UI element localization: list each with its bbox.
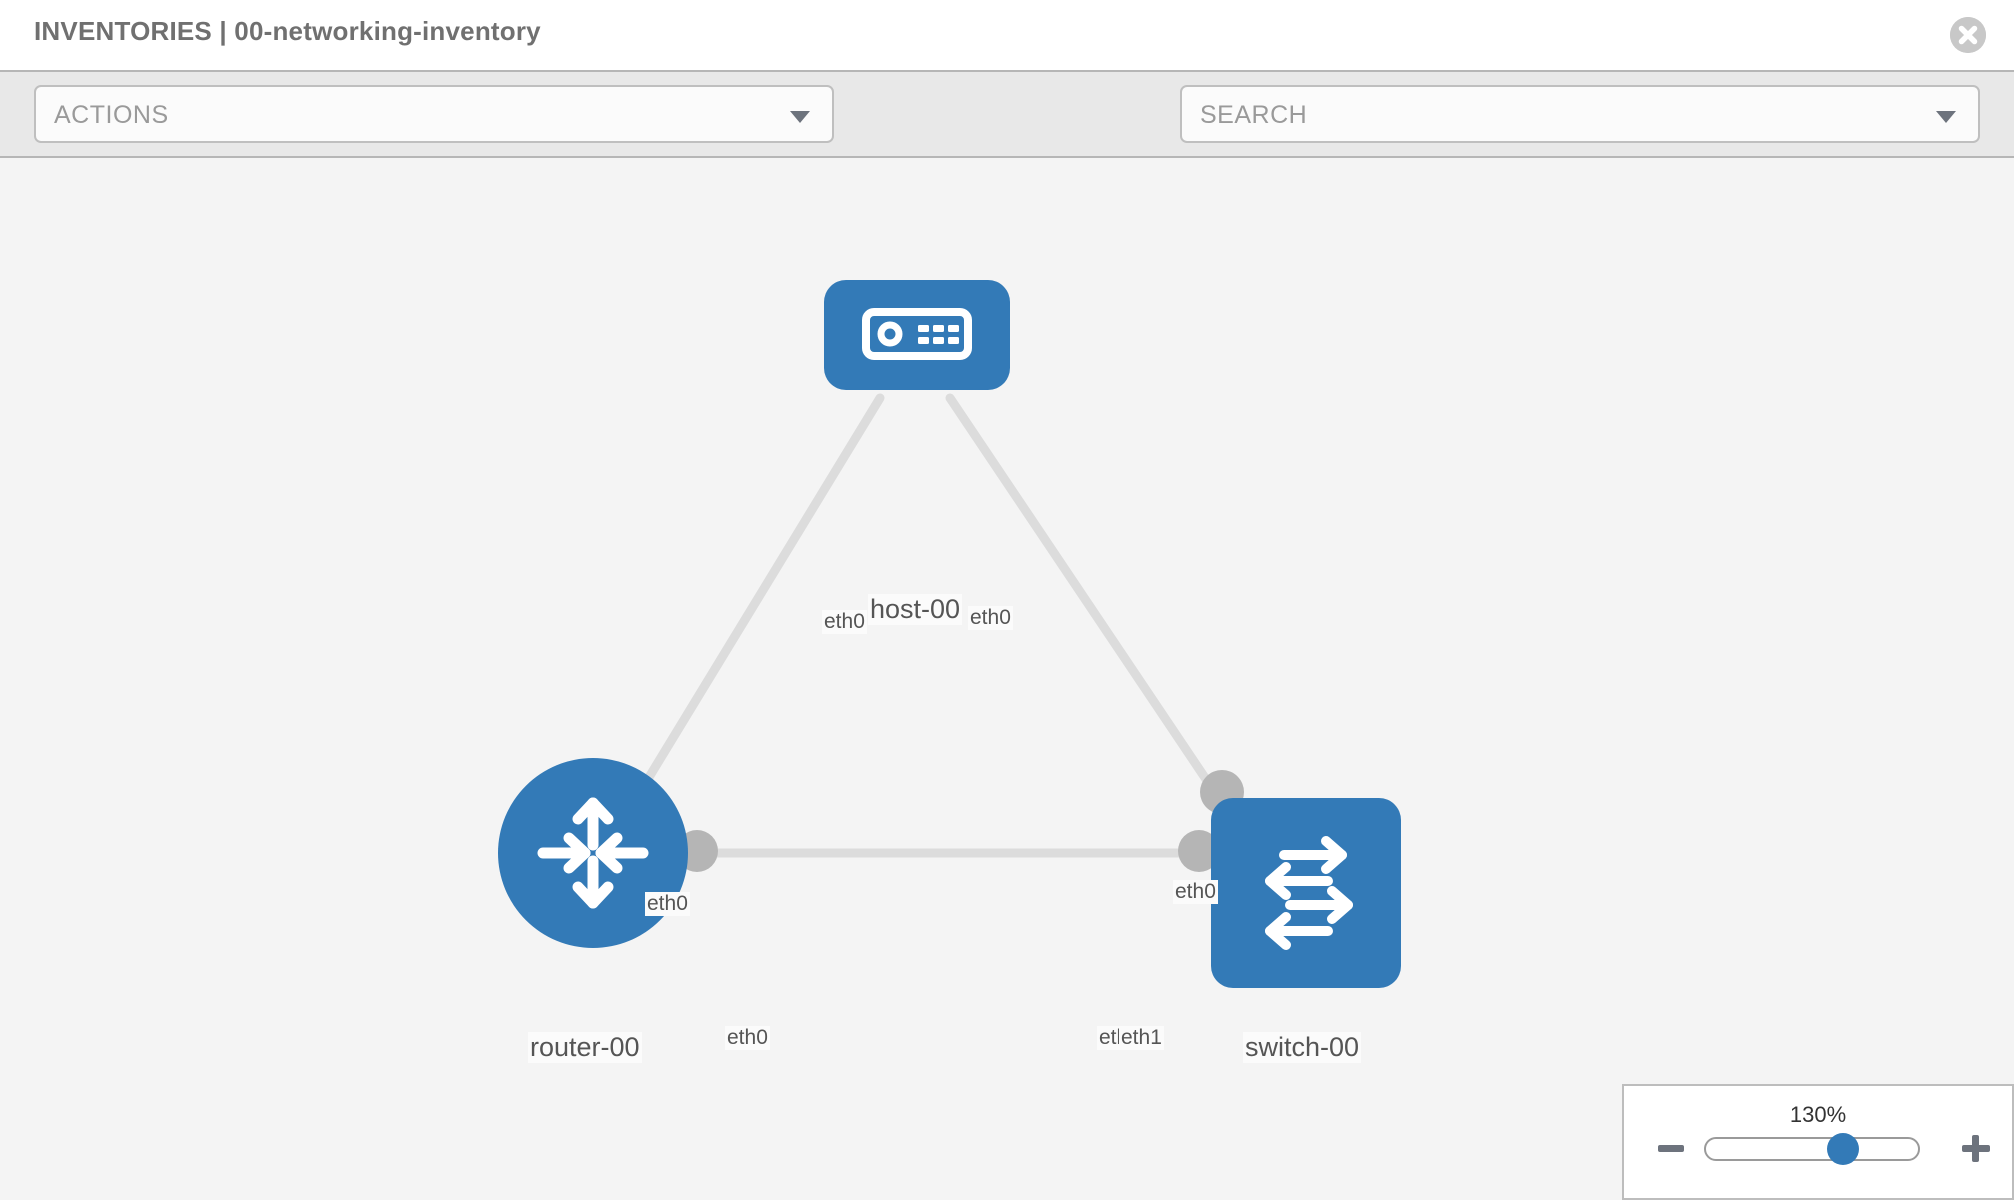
- zoom-in-button[interactable]: [1962, 1134, 1992, 1164]
- link-host-router: [607, 393, 885, 843]
- actions-dropdown[interactable]: ACTIONS: [34, 85, 834, 143]
- zoom-out-button[interactable]: [1658, 1134, 1688, 1164]
- zoom-level-label: 130%: [1789, 1102, 1847, 1127]
- toolbar: ACTIONS SEARCH: [0, 70, 2014, 204]
- topology-canvas[interactable]: eth0 eth0 host-00 eth0 eth0 router-00: [0, 158, 2014, 1200]
- zoom-control-panel: 130%: [1622, 1084, 2014, 1200]
- page-title: INVENTORIES | 00-networking-inventory: [34, 16, 541, 46]
- page-header: INVENTORIES | 00-networking-inventory: [0, 0, 2014, 70]
- interface-label: eth0: [822, 610, 867, 634]
- search-placeholder: SEARCH: [1200, 101, 1308, 129]
- interface-label: eth0: [1173, 880, 1218, 904]
- actions-dropdown-label: ACTIONS: [54, 101, 169, 129]
- link-host-switch: [945, 393, 1237, 823]
- close-icon[interactable]: [1950, 17, 1986, 53]
- router-arrows-icon: [537, 797, 649, 909]
- node-label-router-00: router-00: [528, 1032, 642, 1063]
- switch-arrows-icon: [1265, 836, 1353, 950]
- interface-label: eth0: [725, 1026, 770, 1050]
- search-input[interactable]: SEARCH: [1180, 85, 1980, 143]
- zoom-slider[interactable]: [1704, 1133, 1920, 1165]
- interface-label: eth1: [1119, 1026, 1164, 1050]
- server-device-icon: [862, 308, 972, 360]
- node-label-switch-00: switch-00: [1243, 1032, 1362, 1063]
- zoom-slider-thumb[interactable]: [1827, 1133, 1859, 1165]
- node-label-host-00: host-00: [868, 594, 963, 625]
- interface-label: eth0: [968, 606, 1013, 630]
- chevron-down-icon: [790, 111, 810, 123]
- chevron-down-icon: [1936, 111, 1956, 123]
- interface-label: eth0: [645, 892, 690, 916]
